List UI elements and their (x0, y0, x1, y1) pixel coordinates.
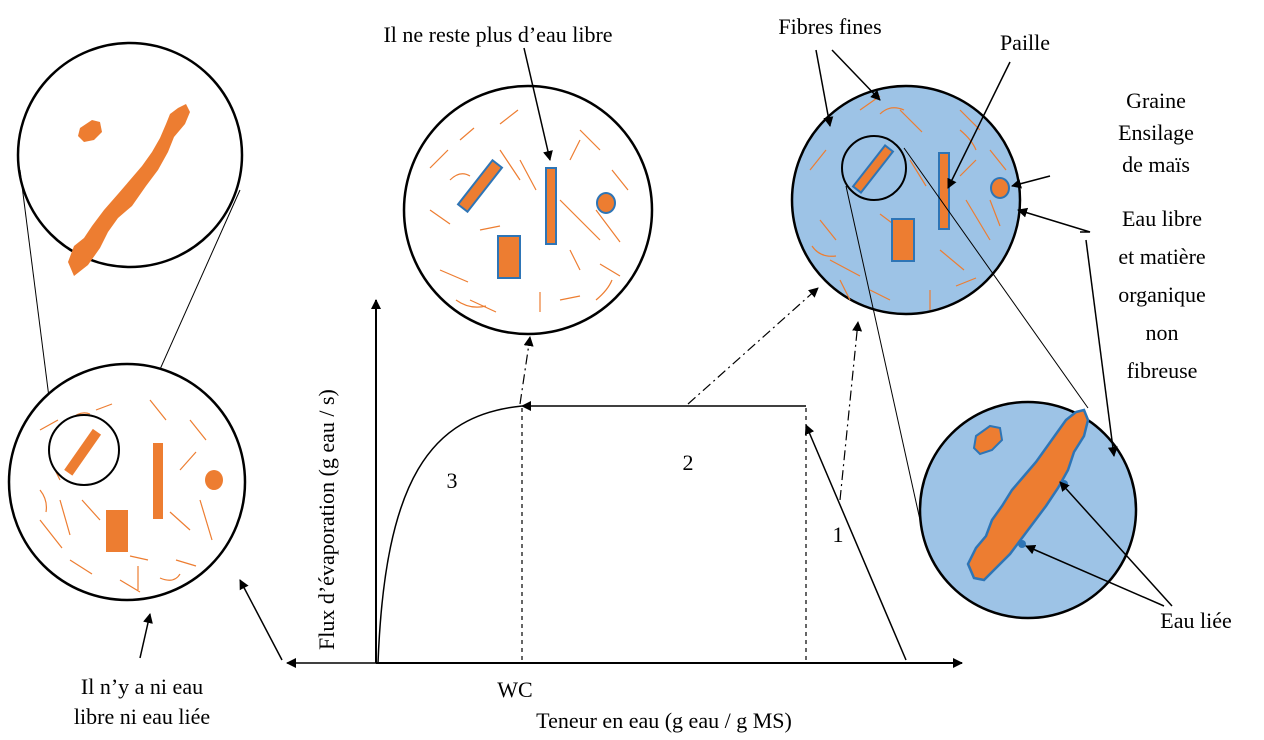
x-axis-label: Teneur en eau (g eau / g MS) (536, 708, 792, 733)
bound-water-label: Eau liée (1160, 608, 1231, 633)
block-left (106, 510, 128, 552)
y-axis-label: Flux d’évaporation (g eau / s) (314, 389, 339, 650)
seed-left (205, 470, 223, 490)
seed-pointer (1011, 175, 1051, 189)
fine-fibers-top (429, 109, 629, 313)
straw-left (64, 428, 102, 476)
straw-label: Paille (1000, 30, 1050, 55)
no-free-water-label: Il ne reste plus d’eau libre (383, 22, 612, 47)
seed-blue (990, 177, 1010, 199)
free-water-pointer-top (1017, 207, 1091, 233)
arrow-no-free-water (523, 47, 553, 161)
zoom-circle-dry-particle (16, 41, 244, 276)
bound-water-pocket-2 (1018, 540, 1026, 548)
neither-water-pointer (139, 613, 153, 659)
straw-vert-blue (938, 152, 950, 230)
dashdot-arrows (519, 287, 863, 501)
phase-3-curve (377, 405, 523, 664)
bound-water-pointer-1 (1059, 481, 1173, 607)
free-water-label-2: et matière (1118, 244, 1205, 269)
wet-particle-fragment (972, 424, 1004, 456)
seed-top (596, 192, 616, 214)
fine-fibers-label: Fibres fines (778, 14, 881, 39)
circle-no-free-water (402, 84, 654, 336)
dashed-guides (521, 408, 807, 663)
fine-fibers-pointer-1 (815, 49, 834, 127)
zone-1-label: 1 (833, 522, 844, 547)
wc-label: WC (497, 677, 532, 702)
dry-particle-fragment (78, 120, 102, 142)
bound-water-pointer-2 (1025, 545, 1165, 607)
arrow-wc-to-top-circle (519, 336, 534, 405)
seed-label-1: Graine (1126, 88, 1186, 113)
drying-curve (377, 401, 907, 664)
straw-diag-top (456, 158, 504, 214)
free-water-label-4: non (1146, 320, 1179, 345)
straw-vert-top (545, 167, 557, 245)
dry-particle-shape (68, 104, 190, 276)
straw-vertical-left (153, 443, 163, 519)
free-water-pointer-bottom (1085, 239, 1118, 457)
axes (371, 299, 963, 668)
pointers (139, 49, 1173, 659)
straw-pointer (947, 61, 1011, 189)
seed-label-3: de maïs (1122, 152, 1190, 177)
circle-no-water (7, 362, 247, 602)
free-water-label-3: organique (1118, 282, 1206, 307)
straw-diag-blue (851, 144, 895, 194)
zone-2-label: 2 (683, 450, 694, 475)
wet-particle-shape (966, 408, 1090, 582)
left-origin-arrows (239, 579, 376, 668)
zone-3-label: 3 (447, 468, 458, 493)
arrow-phase1-to-blue-circle (839, 321, 863, 501)
block-top (497, 235, 521, 279)
free-water-label-1: Eau libre (1122, 206, 1202, 231)
circle-bound-water (918, 400, 1138, 620)
neither-water-label-2: libre ni eau liée (74, 704, 210, 729)
origin-arrow-up (239, 579, 283, 661)
arrow-plateau-to-blue-circle (687, 287, 819, 405)
seed-label-2: Ensilage (1118, 120, 1194, 145)
neither-water-label-1: Il n’y a ni eau (81, 674, 203, 699)
free-water-label-5: fibreuse (1127, 358, 1198, 383)
zoom-lines-blue (845, 147, 1089, 521)
fine-fibers-pointer-2 (831, 49, 881, 101)
block-blue (891, 218, 915, 262)
phase-1-rise (804, 424, 907, 661)
circle-free-water (790, 84, 1022, 316)
